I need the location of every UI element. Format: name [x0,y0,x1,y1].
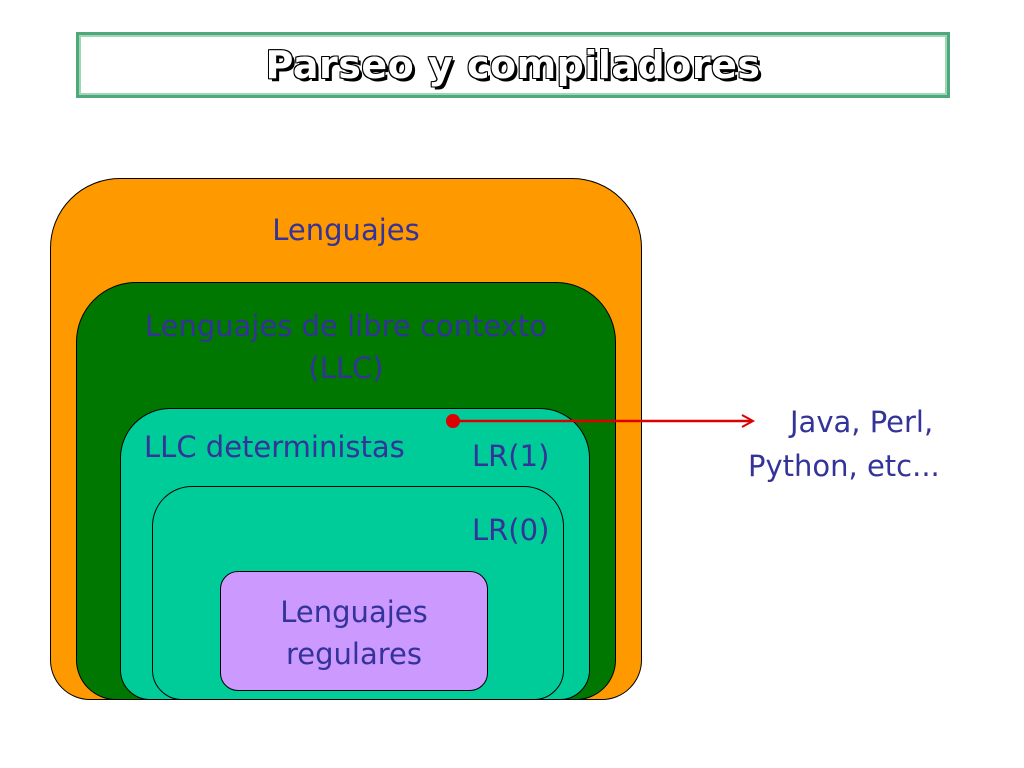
label-llc-deterministas: LLC deterministas [144,430,405,464]
label-lr1: LR(1) [472,439,550,473]
label-lenguajes: Lenguajes [272,213,420,247]
label-llc-line2: (LLC) [308,351,384,385]
arrow-head [741,414,756,428]
title-box: Parseo y compiladores [76,32,950,98]
label-lr0: LR(0) [472,513,550,547]
label-regulares-line2: regulares [286,637,422,671]
annotation-line1: Java, Perl, [790,405,934,439]
slide-title: Parseo y compiladores [265,43,761,87]
annotation-line2: Python, etc... [748,449,940,483]
arrow-origin-dot [446,414,460,428]
region-regulares [220,571,488,691]
label-regulares-line1: Lenguajes [280,595,428,629]
label-llc-line1: Lenguajes de libre contexto [144,309,548,343]
